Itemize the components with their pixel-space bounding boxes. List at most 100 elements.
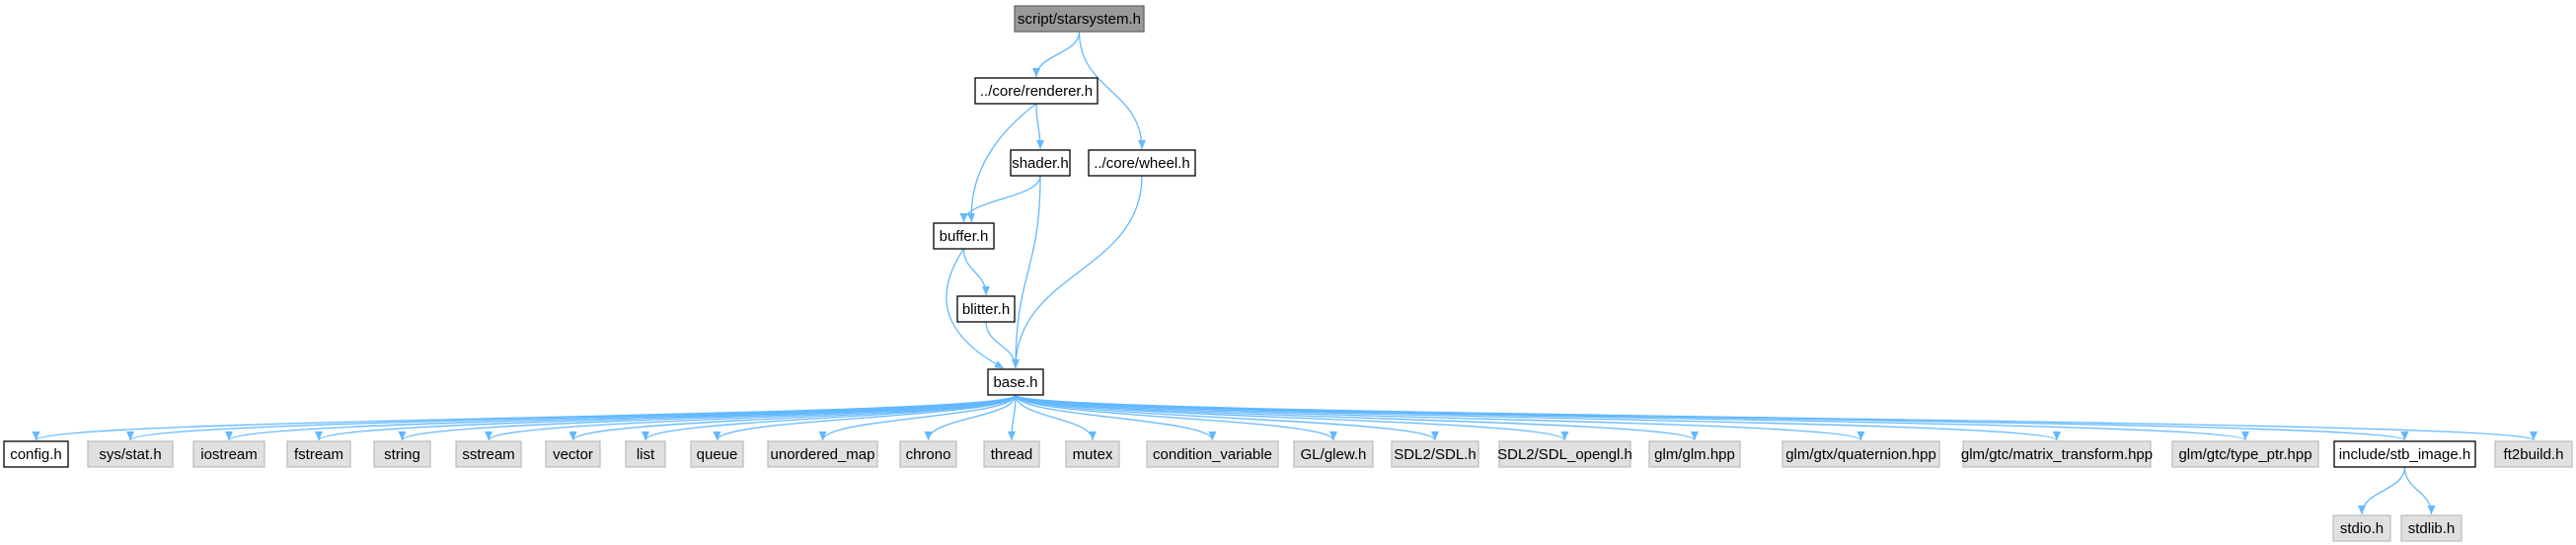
edge-path	[1015, 394, 1865, 441]
node-label: GL/glew.h	[1301, 446, 1367, 463]
node-label: mutex	[1073, 446, 1113, 463]
node-box	[87, 440, 174, 468]
edge-path	[2358, 466, 2406, 515]
edge-path	[485, 394, 1017, 441]
edge-wheel-to-base	[1012, 175, 1143, 369]
edge-path	[1015, 394, 1337, 441]
edge-path	[1015, 394, 1699, 441]
node-sysstat: sys/stat.h	[87, 440, 174, 468]
node-sstream: sstream	[455, 440, 522, 468]
node-box	[956, 295, 1016, 323]
node-renderer[interactable]: ../core/renderer.h	[974, 77, 1099, 105]
node-starsystem: script/starsystem.h	[1014, 5, 1145, 33]
edge-base-to-mutex	[1015, 394, 1097, 441]
node-sdl: SDL2/SDL.h	[1391, 440, 1479, 468]
edge-path	[1015, 394, 1439, 441]
node-mutex: mutex	[1065, 440, 1120, 468]
node-stb_image[interactable]: include/stb_image.h	[2333, 440, 2476, 468]
edge-starsystem-to-wheel	[1078, 31, 1146, 150]
node-label: string	[384, 446, 420, 463]
edge-blitter-to-base	[985, 321, 1020, 369]
edge-path	[946, 248, 1005, 369]
dependency-edges	[32, 31, 2538, 515]
node-box	[767, 440, 878, 468]
node-box	[987, 368, 1044, 396]
edge-path	[818, 394, 1017, 441]
node-stdlib: stdlib.h	[2400, 514, 2462, 542]
edge-path	[966, 103, 1037, 223]
node-box	[974, 77, 1099, 105]
edge-path	[1078, 31, 1146, 150]
edge-path	[959, 175, 1041, 223]
node-base[interactable]: base.h	[987, 368, 1044, 396]
edge-path	[1015, 394, 1569, 441]
node-label: fstream	[294, 446, 343, 463]
node-label: ../core/wheel.h	[1094, 155, 1190, 172]
node-box	[286, 440, 351, 468]
edge-path	[126, 394, 1017, 441]
edge-path	[398, 394, 1017, 441]
node-label: glm/glm.hpp	[1654, 446, 1735, 463]
node-label: SDL2/SDL_opengl.h	[1497, 446, 1632, 463]
node-config[interactable]: config.h	[3, 440, 69, 468]
node-label: glm/gtc/matrix_transform.hpp	[1961, 446, 2153, 463]
edge-path	[985, 321, 1020, 369]
node-label: queue	[697, 446, 738, 463]
node-label: SDL2/SDL.h	[1394, 446, 1476, 463]
edge-renderer-to-shader	[1035, 103, 1044, 150]
node-buffer[interactable]: buffer.h	[933, 222, 995, 250]
node-box	[3, 440, 69, 468]
node-shader[interactable]: shader.h	[1010, 149, 1071, 177]
edge-starsystem-to-renderer	[1032, 31, 1081, 78]
node-label: unordered_map	[771, 446, 875, 463]
edge-path	[1015, 394, 2061, 441]
node-label: config.h	[10, 446, 62, 463]
edge-path	[1035, 103, 1044, 150]
edge-path	[1015, 394, 2538, 441]
node-label: script/starsystem.h	[1018, 11, 1141, 28]
node-label: condition_variable	[1153, 446, 1272, 463]
node-box	[2171, 440, 2319, 468]
edge-path	[1008, 394, 1017, 441]
node-label: glm/gtc/type_ptr.hpp	[2178, 446, 2311, 463]
node-label: shader.h	[1012, 155, 1069, 172]
edge-shader-to-base	[1012, 175, 1041, 369]
node-fstream: fstream	[286, 440, 351, 468]
node-label: stdio.h	[2340, 520, 2384, 537]
node-unordered_map: unordered_map	[767, 440, 878, 468]
node-box	[2400, 514, 2462, 542]
node-box	[1293, 440, 1374, 468]
edge-base-to-sstream	[485, 394, 1017, 441]
edge-shader-to-buffer	[959, 175, 1041, 223]
node-blitter[interactable]: blitter.h	[956, 295, 1016, 323]
node-label: sstream	[462, 446, 514, 463]
edge-base-to-queue	[713, 394, 1017, 441]
node-wheel[interactable]: ../core/wheel.h	[1088, 149, 1196, 177]
edge-buffer-to-blitter	[962, 248, 990, 296]
node-box	[2332, 514, 2391, 542]
node-box	[1088, 149, 1196, 177]
node-box	[690, 440, 744, 468]
edge-base-to-unordered_map	[818, 394, 1017, 441]
node-label: iostream	[200, 446, 258, 463]
edge-path	[642, 394, 1017, 441]
node-label: blitter.h	[962, 301, 1010, 318]
node-box	[899, 440, 957, 468]
edge-path	[1015, 394, 1097, 441]
edge-path	[713, 394, 1017, 441]
node-box	[455, 440, 522, 468]
node-label: chrono	[906, 446, 951, 463]
node-box	[625, 440, 666, 468]
node-stdio: stdio.h	[2332, 514, 2391, 542]
node-condition_variable: condition_variable	[1146, 440, 1279, 468]
node-queue: queue	[690, 440, 744, 468]
node-label: stdlib.h	[2408, 520, 2456, 537]
node-iostream: iostream	[192, 440, 265, 468]
edge-path	[568, 394, 1017, 441]
node-label: glm/gtx/quaternion.hpp	[1785, 446, 1936, 463]
edge-base-to-sysstat	[126, 394, 1017, 441]
node-label: vector	[553, 446, 593, 463]
node-vector: vector	[545, 440, 601, 468]
node-label: ../core/renderer.h	[980, 83, 1093, 100]
